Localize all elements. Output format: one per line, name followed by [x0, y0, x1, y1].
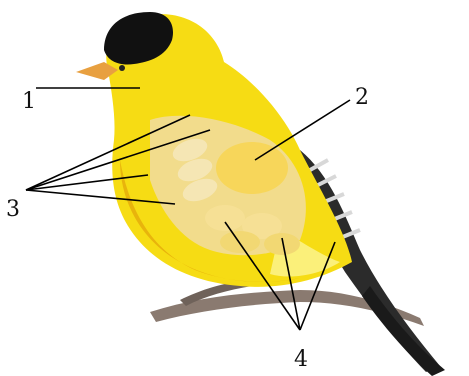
label-1: 1	[22, 89, 36, 114]
label-3: 3	[6, 197, 20, 222]
label-2: 2	[355, 85, 369, 110]
wing-primary-1	[205, 205, 245, 231]
eye	[119, 65, 125, 71]
label-4: 4	[294, 347, 308, 372]
wing-covert-large	[216, 142, 288, 194]
wing-primary-3	[220, 231, 260, 253]
tail-tip	[362, 286, 445, 376]
wing-primary-4	[264, 233, 300, 255]
